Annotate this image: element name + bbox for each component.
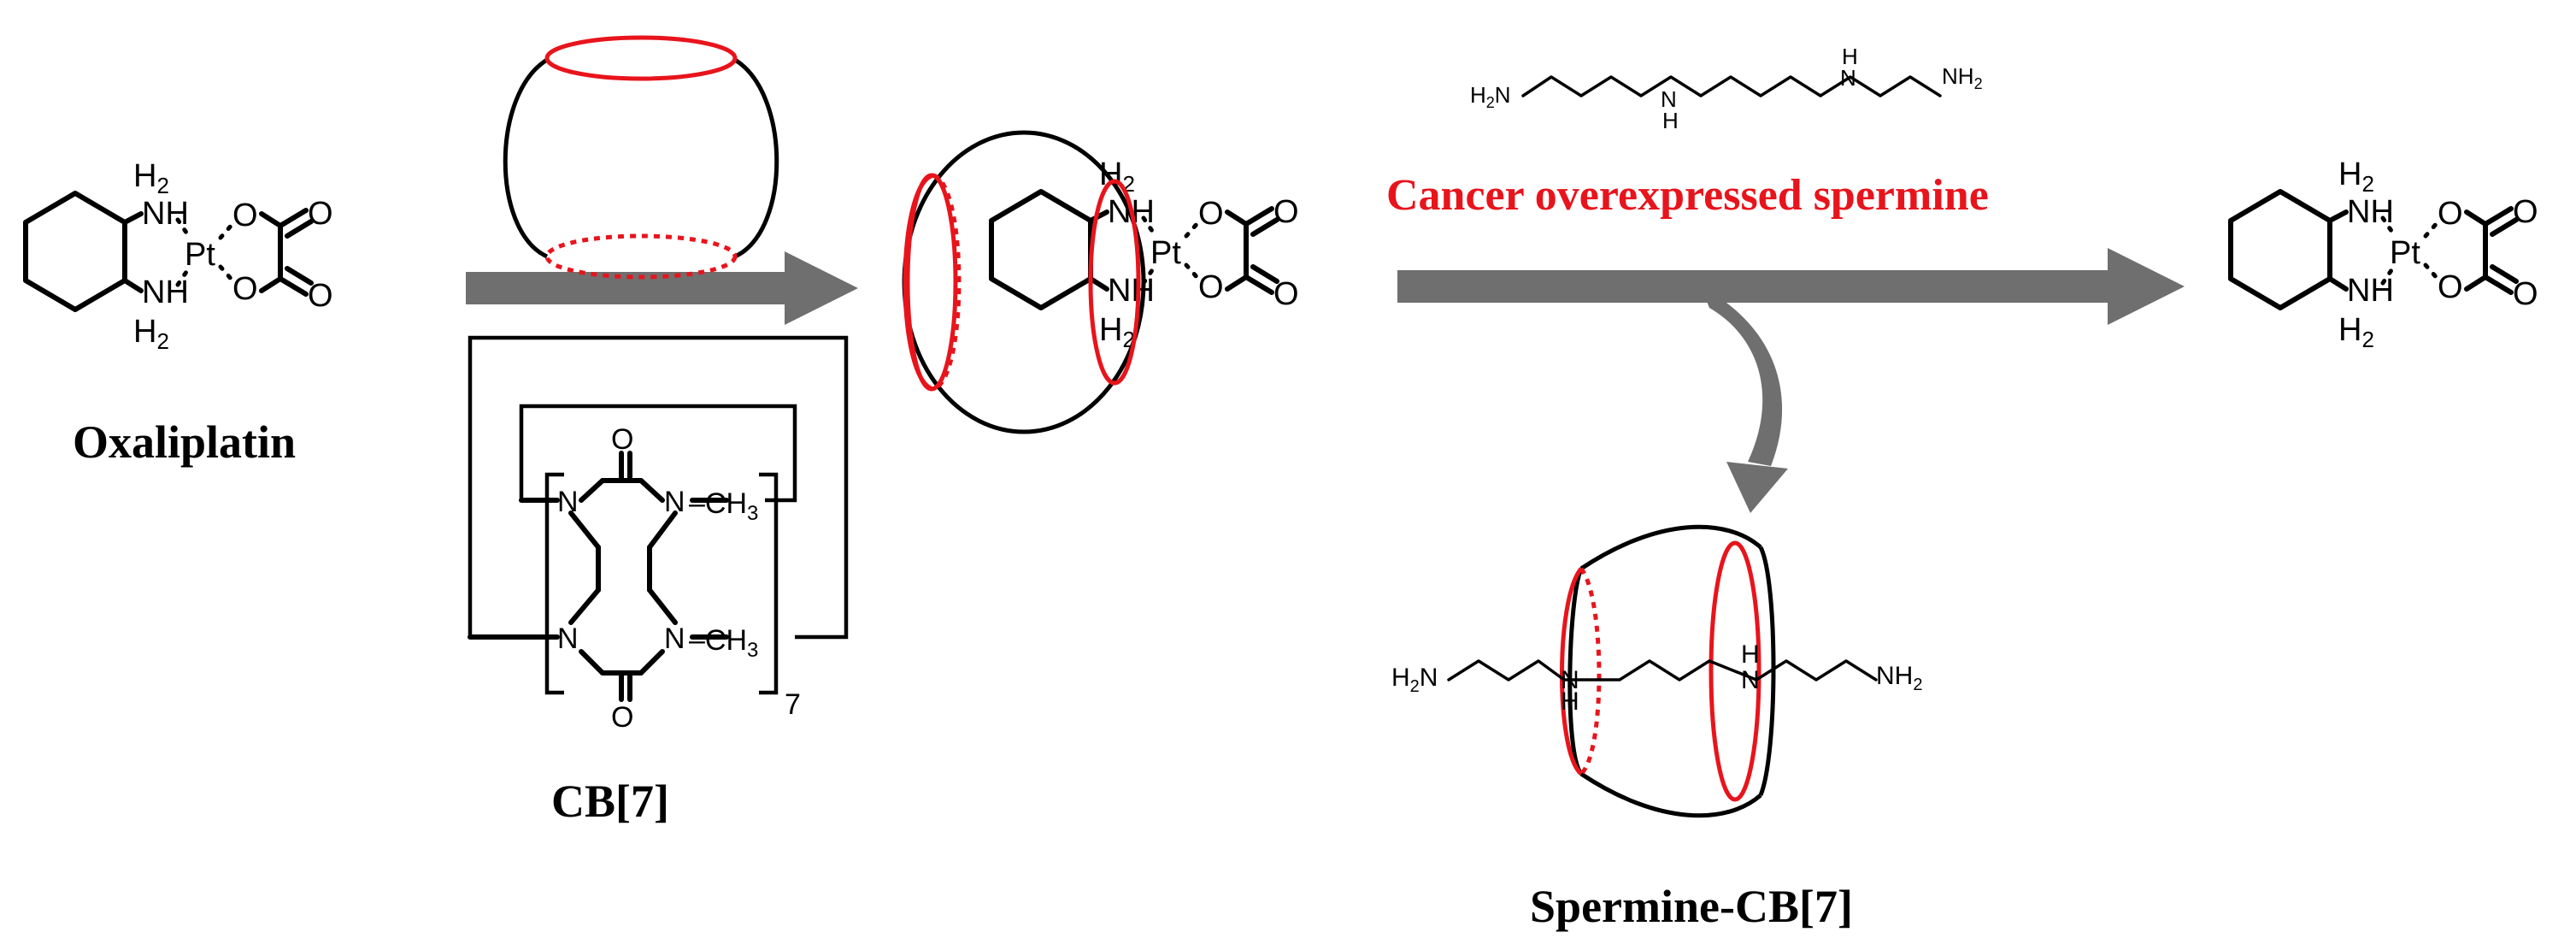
- cb7-o-bottom: O: [611, 701, 633, 734]
- nh-label: NH: [1876, 662, 1913, 690]
- cb7-n-2: N: [664, 486, 685, 518]
- spermine-cb7-nh-2: N: [1741, 666, 1760, 694]
- n-label: N: [1420, 664, 1438, 692]
- h-label: H: [1470, 82, 1486, 108]
- spermine-nh2: NH2: [1942, 63, 1983, 92]
- released-oxaliplatin-structure: [2231, 156, 2538, 352]
- nh-label: NH: [1942, 63, 1974, 89]
- n-label: N: [1495, 82, 1511, 108]
- condition-label: Cancer overexpressed spermine: [1386, 171, 1989, 220]
- spermine-cb7-h-1: H: [1561, 687, 1579, 716]
- cb7-ch3-top: –CH3: [689, 487, 758, 525]
- spermine-structure: H2N N H N H NH2: [1470, 44, 1983, 133]
- cb7-barrel-cartoon: [503, 35, 779, 280]
- spermine-cb7-h-2: H: [1741, 640, 1760, 669]
- cb7-n-1: N: [557, 486, 579, 518]
- cb7-caption: CB[7]: [551, 776, 669, 827]
- spermine-nh-2: N: [1840, 65, 1856, 91]
- spermine-nh-1: N: [1661, 86, 1677, 112]
- cb7-ch3-bottom: –CH3: [689, 624, 758, 662]
- h-label: H: [1391, 664, 1410, 692]
- spermine-cb7-complex: H2N N H N H NH2: [1391, 524, 1922, 818]
- cb7-o-top: O: [611, 423, 633, 456]
- cb7-n-3: N: [557, 622, 579, 655]
- spermine-cb7-nh-1: N: [1561, 666, 1579, 694]
- oxaliplatin-structure: [26, 158, 333, 354]
- arrow-release: [1397, 248, 2185, 513]
- arrow-complexation: [466, 251, 858, 325]
- oxaliplatin-cb7-complex: [902, 130, 1299, 434]
- ch3-label: –CH: [689, 487, 747, 520]
- spermine-h2n: H2N: [1470, 82, 1511, 111]
- spermine-h-2: H: [1842, 44, 1858, 69]
- oxaliplatin-caption: Oxaliplatin: [73, 416, 296, 468]
- spermine-cb7-h2n: H2N: [1391, 664, 1438, 696]
- spermine-h-1: H: [1662, 108, 1679, 133]
- cb7-structure: O N N –CH3 N N –CH3 O 7: [468, 335, 849, 734]
- spermine-cb7-caption: Spermine-CB[7]: [1530, 881, 1853, 932]
- cb7-repeat-subscript: 7: [785, 688, 801, 721]
- cb7-n-4: N: [664, 622, 685, 655]
- ch3-label: –CH: [689, 624, 747, 657]
- spermine-cb7-nh2: NH2: [1876, 662, 1922, 694]
